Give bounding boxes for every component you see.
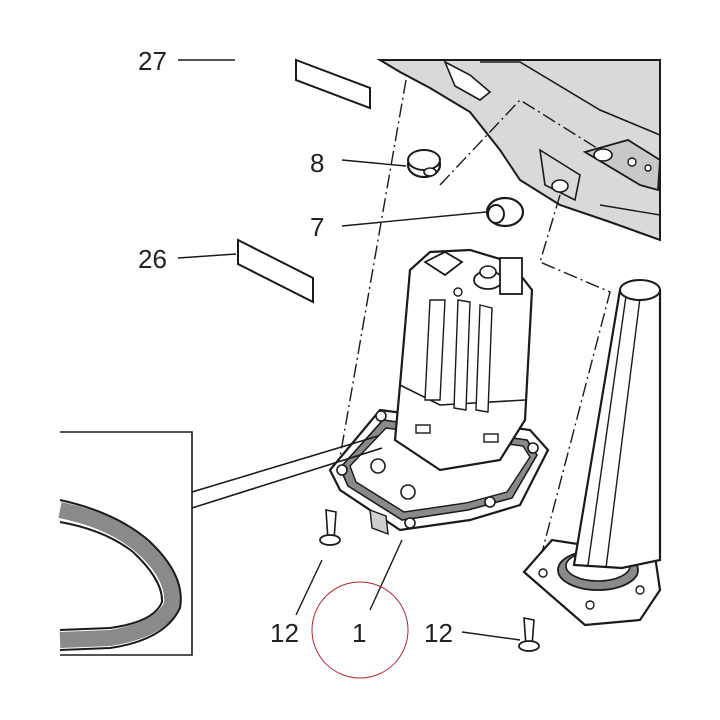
screw-left	[319, 509, 341, 546]
callout-1: 1	[352, 618, 366, 648]
label-sticker-26	[237, 238, 314, 304]
callout-27: 27	[138, 46, 167, 76]
grommet-7	[485, 196, 525, 228]
callout-12-left: 12	[270, 618, 299, 648]
highlight-circle	[311, 581, 409, 679]
callout-leaders	[177, 59, 521, 641]
callout-7: 7	[310, 212, 324, 242]
gasket-detail-inset	[58, 431, 193, 656]
callout-26: 26	[138, 244, 167, 274]
centre-lines	[335, 79, 611, 561]
tube-assembly	[522, 279, 662, 627]
callout-8: 8	[310, 148, 324, 178]
screw-right	[518, 617, 540, 652]
callout-12-right: 12	[424, 618, 453, 648]
inset-leader-lines	[191, 435, 383, 509]
grommet-8	[406, 149, 442, 179]
label-sticker-27	[295, 58, 371, 110]
frame-bracket	[376, 59, 661, 242]
fuel-pump-assembly	[328, 248, 550, 536]
